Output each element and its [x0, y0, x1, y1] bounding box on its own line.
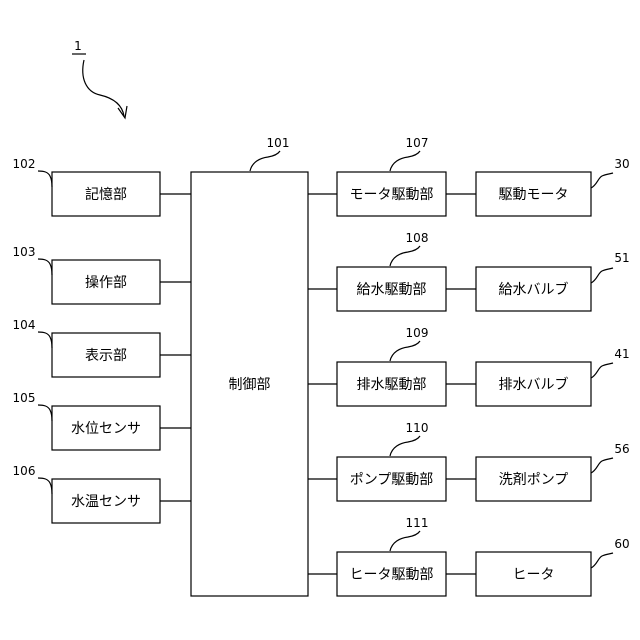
- input-label: 記憶部: [85, 186, 127, 203]
- driver-block-water-supply: 給水駆動部 108: [308, 231, 476, 311]
- ref-leader: [38, 171, 52, 187]
- ref-leader: [390, 531, 420, 551]
- system-ref-leader: [83, 60, 124, 116]
- driver-block-motor: モータ駆動部 107: [308, 136, 476, 216]
- input-block-memory: 記憶部 102: [13, 157, 191, 216]
- controller-ref-leader: [250, 151, 280, 171]
- device-label: 排水バルブ: [499, 376, 569, 393]
- ref-leader: [38, 405, 52, 421]
- input-ref: 103: [13, 245, 36, 259]
- device-block-drain-valve: 排水バルブ 41: [476, 347, 630, 406]
- device-label: 駆動モータ: [499, 187, 569, 203]
- device-ref: 56: [614, 442, 629, 456]
- driver-label: ヒータ駆動部: [350, 567, 434, 583]
- driver-block-drain: 排水駆動部 109: [308, 326, 476, 406]
- input-ref: 105: [13, 391, 36, 405]
- input-ref: 104: [13, 318, 36, 332]
- input-ref: 106: [13, 464, 36, 478]
- device-block-detergent-pump: 洗剤ポンプ 56: [476, 442, 630, 501]
- input-label: 操作部: [85, 275, 127, 291]
- input-label: 水位センサ: [71, 421, 141, 437]
- ref-leader: [390, 341, 420, 361]
- device-block-water-supply-valve: 給水バルブ 51: [476, 251, 630, 311]
- ref-leader: [390, 436, 420, 456]
- controller-ref: 101: [267, 136, 290, 150]
- device-label: 洗剤ポンプ: [499, 472, 569, 488]
- driver-ref: 110: [406, 421, 429, 435]
- input-block-operation: 操作部 103: [13, 245, 191, 304]
- input-ref: 102: [13, 157, 36, 171]
- driver-ref: 109: [406, 326, 429, 340]
- driver-ref: 108: [406, 231, 429, 245]
- input-block-water-temp-sensor: 水温センサ 106: [13, 464, 191, 523]
- ref-leader: [38, 332, 52, 348]
- driver-label: ポンプ駆動部: [350, 472, 434, 488]
- driver-label: モータ駆動部: [350, 187, 434, 203]
- input-label: 水温センサ: [71, 494, 141, 510]
- device-block-heater: ヒータ 60: [476, 537, 630, 596]
- driver-ref: 111: [406, 516, 429, 530]
- input-label: 表示部: [85, 348, 127, 364]
- ref-leader: [38, 259, 52, 275]
- device-ref: 60: [614, 537, 629, 551]
- ref-leader: [591, 268, 613, 283]
- ref-leader: [38, 478, 52, 494]
- ref-leader: [390, 151, 420, 171]
- driver-block-heater: ヒータ駆動部 111: [308, 516, 476, 596]
- device-ref: 51: [614, 251, 629, 265]
- device-ref: 41: [614, 347, 629, 361]
- ref-leader: [591, 173, 613, 188]
- ref-leader: [390, 246, 420, 266]
- device-label: ヒータ: [513, 567, 555, 583]
- controller-label: 制御部: [229, 377, 271, 393]
- driver-block-pump: ポンプ駆動部 110: [308, 421, 476, 501]
- driver-label: 給水駆動部: [357, 282, 427, 298]
- system-ref-label: 1: [74, 39, 82, 53]
- device-label: 給水バルブ: [499, 281, 569, 298]
- device-block-drive-motor: 駆動モータ 30: [476, 157, 630, 216]
- input-block-water-level-sensor: 水位センサ 105: [13, 391, 191, 450]
- driver-label: 排水駆動部: [357, 377, 427, 393]
- ref-leader: [591, 363, 613, 378]
- device-ref: 30: [614, 157, 629, 171]
- input-block-display: 表示部 104: [13, 318, 191, 377]
- driver-ref: 107: [406, 136, 429, 150]
- ref-leader: [591, 458, 613, 473]
- ref-leader: [591, 553, 613, 568]
